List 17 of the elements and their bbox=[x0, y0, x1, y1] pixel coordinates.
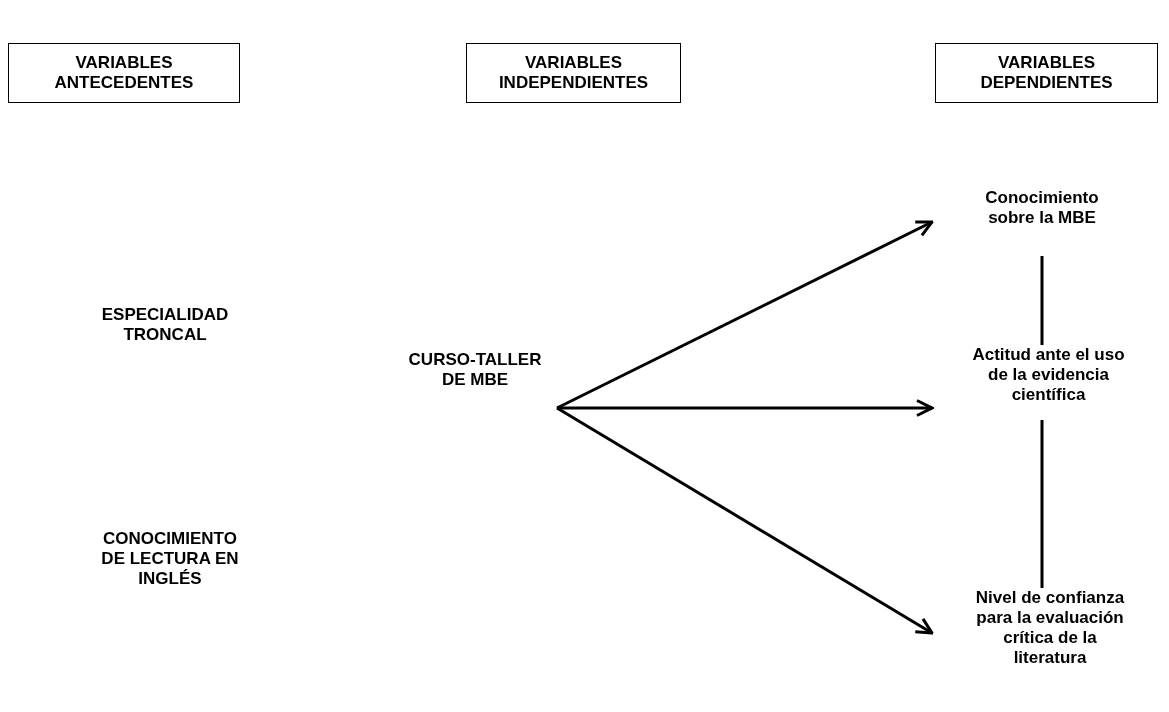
variable-label: ESPECIALIDAD TRONCAL bbox=[100, 305, 230, 345]
connector-line bbox=[1040, 256, 1044, 345]
variable-label: Actitud ante el uso de la evidencia científica bbox=[971, 345, 1126, 405]
arrow bbox=[557, 399, 934, 417]
variable-label: CURSO-TALLER DE MBE bbox=[407, 350, 543, 391]
header-box bbox=[935, 43, 1158, 103]
header-box bbox=[466, 43, 681, 103]
variable-label: Conocimiento sobre la MBE bbox=[984, 188, 1100, 228]
connector-line bbox=[1040, 420, 1044, 588]
header-text: VARIABLES INDEPENDIENTES bbox=[497, 53, 650, 93]
header-text: VARIABLES DEPENDIENTES bbox=[979, 53, 1114, 93]
arrow bbox=[556, 406, 934, 635]
variable-label: CONOCIMIENTO DE LECTURA EN INGLÉS bbox=[100, 529, 240, 589]
arrow bbox=[556, 220, 934, 410]
header-box bbox=[8, 43, 240, 103]
variable-label: Nivel de confianza para la evaluación crítica de la literatura bbox=[974, 588, 1126, 668]
header-text: VARIABLES ANTECEDENTES bbox=[53, 53, 195, 93]
